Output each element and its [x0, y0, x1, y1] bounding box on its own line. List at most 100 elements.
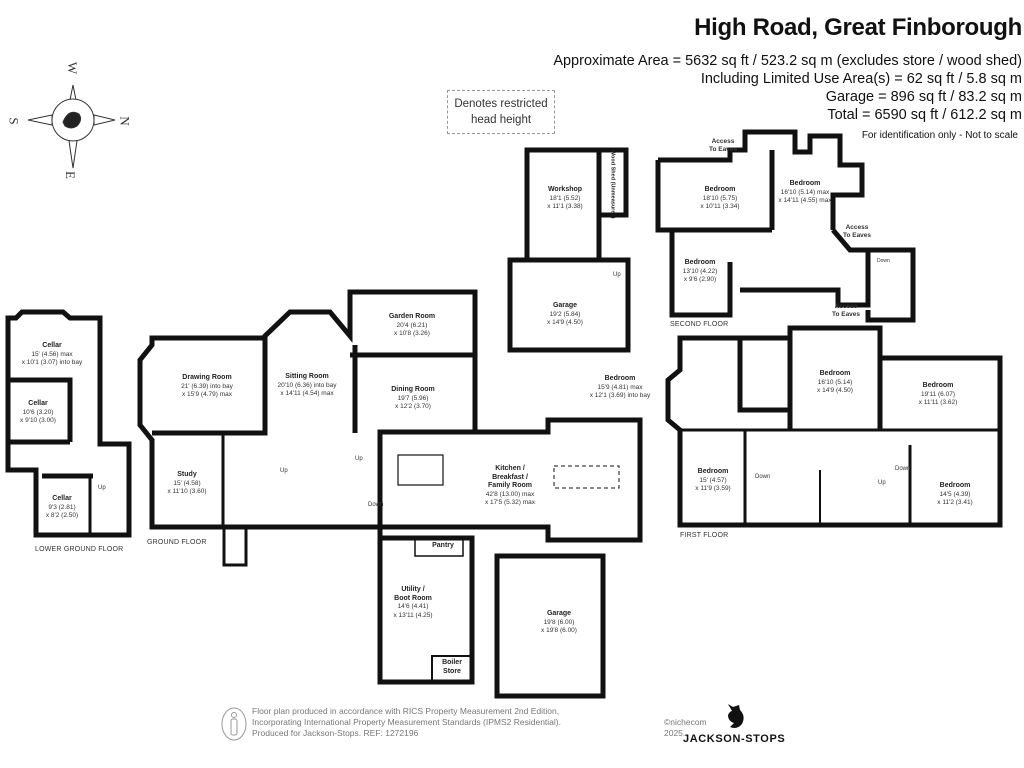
room-dim: x 11'9 (3.59) — [695, 485, 731, 492]
room-name: Cellar — [28, 400, 48, 407]
stair-up-label: Up — [280, 468, 288, 474]
stair-up-label: Up — [98, 485, 106, 491]
room-name: Kitchen / — [495, 465, 525, 472]
room-dim: 16'10 (5.14) max — [780, 188, 830, 196]
property-title: High Road, Great Finborough — [694, 14, 1022, 41]
room-dim: x 9'10 (3.00) — [20, 417, 56, 424]
stair-down-label: Down — [895, 466, 911, 472]
ground-floor-walls — [137, 147, 643, 699]
room-dim: x 11'2 (3.41) — [937, 499, 973, 506]
room-name: Wood Shed (Unmeasured) — [609, 149, 616, 219]
access-label-line: To Eaves — [708, 146, 738, 153]
room-name: Boot Room — [394, 594, 432, 602]
floor-label-second: SECOND FLOOR — [670, 321, 729, 328]
room-name: Store — [443, 667, 461, 675]
footer-line: Floor plan produced in accordance with R… — [252, 706, 560, 716]
room-name: Pantry — [432, 542, 454, 549]
room-dim: x 14'9 (4.50) — [817, 387, 853, 394]
room-name: Breakfast / — [492, 473, 528, 481]
room-dim: x 11'10 (3.60) — [167, 488, 207, 495]
room-dim: x 10'8 (3.26) — [394, 330, 430, 337]
stair-up-label: Up — [355, 456, 363, 462]
access-label-line: Access — [711, 138, 735, 145]
jackson-stops-logo-icon — [728, 704, 744, 728]
area-line-garage: Garage = 896 sq ft / 83.2 sq m — [825, 89, 1022, 105]
room-name: Garden Room — [388, 313, 436, 320]
legend-line-2: head height — [470, 114, 532, 126]
room-dim: x 10'11 (3.34) — [700, 203, 740, 210]
room-name: Bedroom — [604, 375, 636, 382]
room-dim: 20'4 (6.21) — [396, 321, 428, 329]
compass-south-label: S — [6, 117, 22, 125]
room-dim: x 12'2 (3.70) — [395, 403, 431, 410]
access-label-line: Access — [834, 303, 858, 310]
room-name: Bedroom — [789, 180, 821, 187]
room-dim: x 12'1 (3.69) into bay — [589, 392, 651, 399]
room-dim: 19'7 (5.96) — [397, 394, 429, 402]
room-dim: x 10'1 (3.07) into bay — [21, 359, 83, 366]
room-dim: 10'6 (3.20) — [22, 408, 54, 416]
room-name: Bedroom — [684, 259, 716, 266]
second-floor-walls — [655, 129, 916, 323]
room-wood-shed: Wood Shed (Unmeasured) — [608, 150, 617, 219]
room-dim: 14'5 (4.39) — [939, 490, 971, 498]
room-name: Sitting Room — [285, 373, 329, 380]
access-label-line: Access — [845, 224, 869, 231]
room-dim: x 9'6 (2.90) — [683, 276, 717, 283]
room-dim: 18'10 (5.75) — [702, 194, 738, 202]
room-dim: x 11'11 (3.62) — [918, 399, 958, 406]
room-name: Drawing Room — [182, 374, 232, 381]
room-name: Bedroom — [697, 468, 729, 475]
room-name: Bedroom — [939, 482, 971, 489]
room-dim: 15'9 (4.81) max — [597, 383, 643, 391]
room-dim: 20'10 (6.36) into bay — [277, 381, 337, 389]
jackson-stops-brand: JACKSON-STOPS — [683, 733, 786, 745]
restricted-height-legend: Denotes restricted head height — [447, 90, 555, 134]
room-dim: 15' (4.56) max — [31, 350, 73, 358]
room-name: Cellar — [42, 342, 62, 349]
room-name: Dining Room — [391, 386, 435, 393]
compass-east-label: E — [62, 171, 78, 179]
room-dim: x 14'9 (4.50) — [547, 319, 583, 326]
room-dim: 13'10 (4.22) — [682, 267, 718, 275]
room-dim: 19'8 (6.00) — [543, 618, 575, 626]
room-name: Bedroom — [819, 370, 851, 377]
access-label-line: To Eaves — [842, 232, 872, 239]
room-dim: x 14'11 (4.54) max — [280, 390, 334, 397]
stair-down-label: Down — [877, 258, 890, 264]
floor-label-first: FIRST FLOOR — [680, 532, 729, 539]
room-dim: 42'8 (13.00) max — [485, 490, 535, 498]
room-name: Garage — [546, 610, 572, 617]
room-dim: 16'10 (5.14) — [817, 378, 853, 386]
footer-copyright: ©nichecom 2025. — [664, 717, 707, 738]
area-line-total: Total = 6590 sq ft / 612.2 sq m — [827, 107, 1022, 123]
room-dim: 19'2 (5.84) — [549, 310, 581, 318]
room-dim: x 11'1 (3.38) — [547, 203, 583, 210]
stair-up-label: Up — [613, 272, 621, 278]
room-name: Cellar — [52, 495, 72, 502]
room-dim: x 19'8 (6.00) — [541, 627, 577, 634]
room-name: Boiler — [442, 659, 462, 666]
floor-label-lower-ground: LOWER GROUND FLOOR — [35, 546, 124, 553]
room-dim: x 15'9 (4.79) max — [181, 391, 232, 398]
room-dim: 21' (6.39) into bay — [181, 382, 233, 390]
stair-down-label: Down — [755, 474, 771, 480]
room-name: Utility / — [401, 586, 425, 593]
